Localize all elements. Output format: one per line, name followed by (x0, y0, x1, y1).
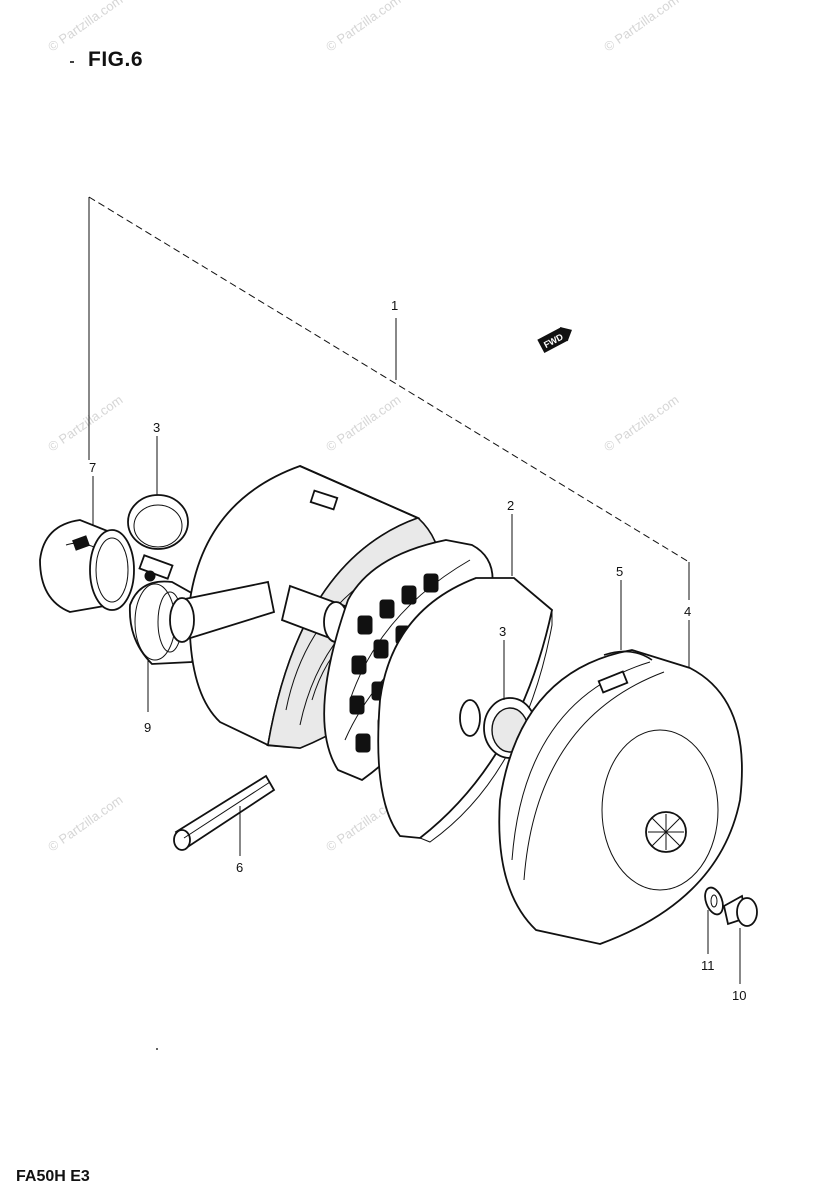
watermark-text: © Partzilla.com (601, 392, 681, 455)
model-code: FA50H E3 (16, 1168, 90, 1185)
callout-3-upper: 3 (153, 420, 160, 435)
callout-2: 2 (507, 498, 514, 513)
callout-9: 9 (144, 720, 151, 735)
callout-labels: 1 2 3 3 4 5 6 7 9 10 11 (89, 298, 746, 1003)
callout-3-lower: 3 (499, 624, 506, 639)
callout-1: 1 (391, 298, 398, 313)
watermark-text: © Partzilla.com (45, 392, 125, 455)
callout-leaders (92, 436, 741, 984)
callout-5: 5 (616, 564, 623, 579)
part-intake-elbow (39, 519, 135, 613)
assembly-bracket (88, 196, 690, 600)
fwd-badge: FWD (537, 327, 572, 354)
part-air-cleaner-cap (498, 649, 743, 945)
callout-10: 10 (732, 988, 746, 1003)
part-washer (704, 886, 724, 916)
callout-7: 7 (89, 460, 96, 475)
figure-title: FIG.6 (88, 48, 144, 71)
watermark-text: © Partzilla.com (45, 0, 125, 54)
watermark-text: © Partzilla.com (45, 792, 125, 855)
callout-6: 6 (236, 860, 243, 875)
watermark-text: © Partzilla.com (323, 392, 403, 455)
callout-11: 11 (701, 958, 715, 973)
speck (156, 1048, 158, 1050)
part-drain-tube (173, 774, 276, 851)
watermark-text: © Partzilla.com (601, 0, 681, 54)
callout-4: 4 (684, 604, 691, 619)
watermark-text: © Partzilla.com (323, 0, 403, 54)
part-screw (722, 894, 758, 927)
part-clamp-band (127, 494, 189, 582)
